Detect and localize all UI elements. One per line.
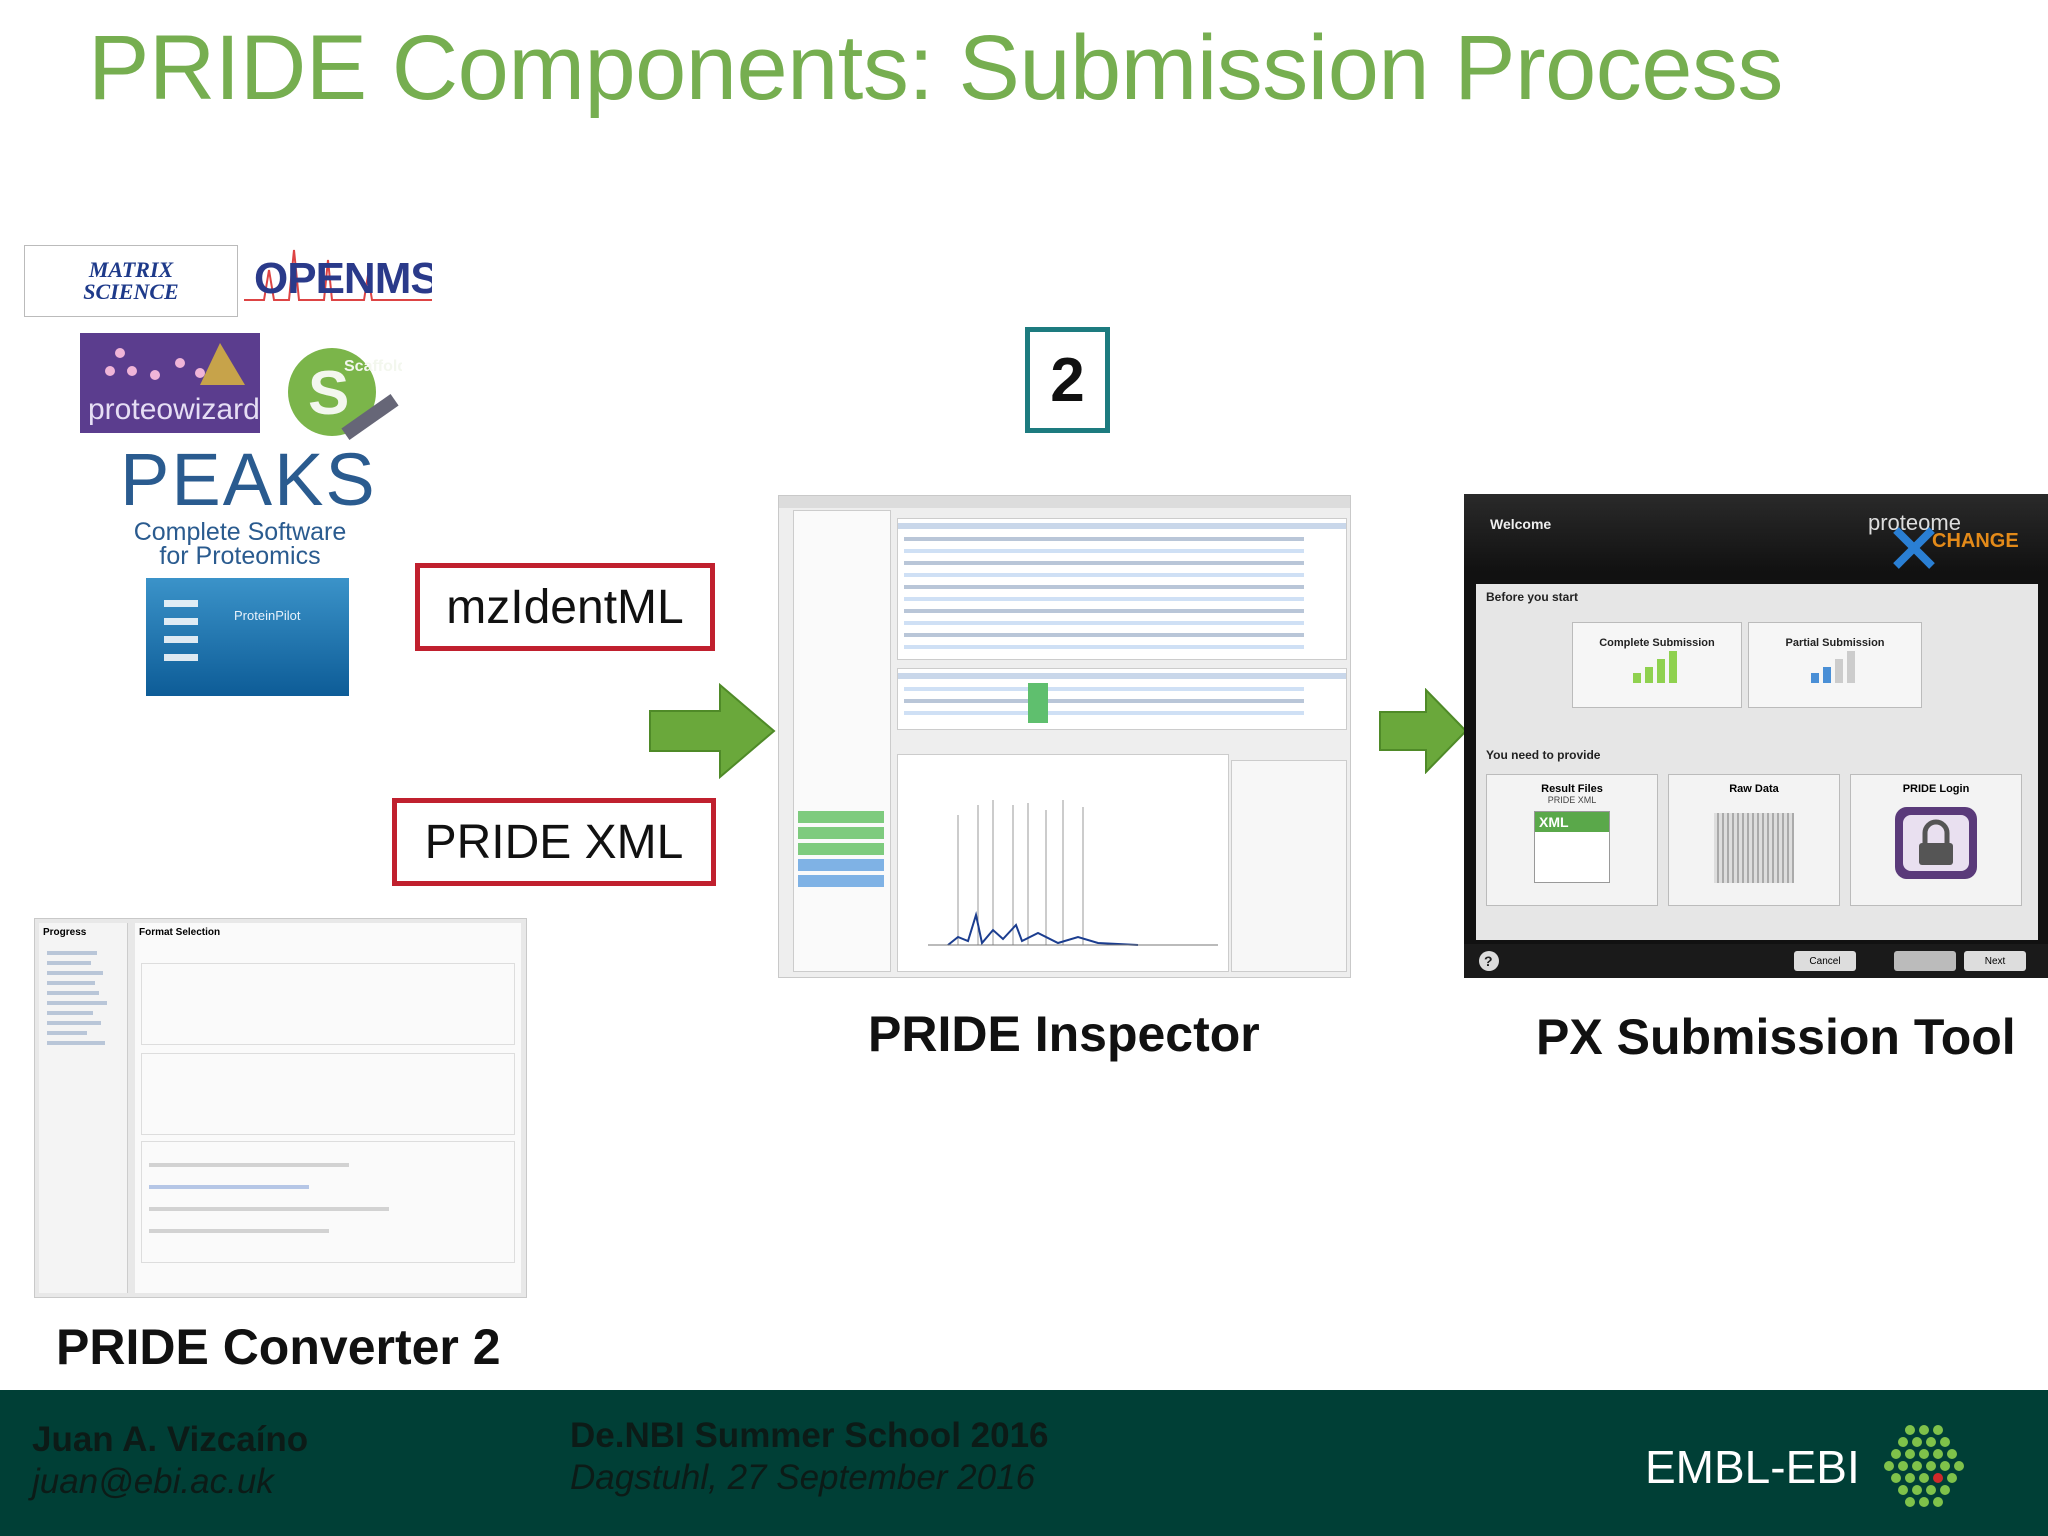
caption-pride-converter: PRIDE Converter 2 <box>56 1319 501 1375</box>
matrix-science-logo: MATRIX SCIENCE <box>24 245 238 317</box>
inspector-peptide-table <box>897 668 1347 730</box>
proteowizard-wand-graphic <box>105 343 245 385</box>
footer-event: De.NBI Summer School 2016 <box>570 1416 1049 1455</box>
inspector-protein-table <box>897 518 1347 660</box>
px-cancel-button[interactable]: Cancel <box>1794 951 1856 971</box>
px-pride-login-label: PRIDE Login <box>1902 783 1970 795</box>
caption-pride-inspector: PRIDE Inspector <box>868 1006 1260 1062</box>
proteowizard-text: proteowizard <box>88 393 260 426</box>
px-back-button[interactable] <box>1894 951 1956 971</box>
converter-progress-label: Progress <box>43 927 87 938</box>
proteowizard-logo: proteowizard <box>80 333 260 433</box>
scaffold-graphic: S <box>288 348 399 440</box>
footer-org-name: EMBL-EBI <box>1645 1441 1860 1493</box>
openms-text: OPENMS <box>254 254 432 303</box>
raw-data-icon <box>1714 813 1794 883</box>
px-raw-data-card[interactable]: Raw Data <box>1668 774 1840 906</box>
help-icon[interactable]: ? <box>1478 950 1500 972</box>
inspector-options-panel <box>1231 760 1347 972</box>
px-footer-bar: ? Cancel Next <box>1464 944 2048 978</box>
arrow-to-inspector-icon <box>649 683 776 779</box>
px-logo-bottom: CHANGE <box>1932 530 2019 552</box>
openms-spectrum-graphic <box>244 249 432 301</box>
px-partial-submission-button[interactable]: Partial Submission <box>1748 622 1922 708</box>
inspector-spectrum-view <box>897 754 1229 972</box>
px-complete-submission-button[interactable]: Complete Submission <box>1572 622 1742 708</box>
pride-inspector-screenshot <box>778 495 1351 978</box>
complete-submission-bars-icon <box>1633 651 1677 683</box>
px-logo-x-icon <box>1893 527 1935 569</box>
px-welcome: Welcome <box>1490 516 1552 532</box>
px-body: Before you start Complete Submission Par… <box>1476 584 2038 940</box>
peaks-logo: PEAKS Complete Software for Proteomics <box>120 438 380 570</box>
px-raw-data-label: Raw Data <box>1729 783 1779 795</box>
lock-icon <box>1895 807 1977 879</box>
xml-document-icon: XML <box>1534 811 1610 883</box>
converter-main-panel: Format Selection <box>135 923 521 1293</box>
proteinpilot-logo: ProteinPilot <box>146 578 349 696</box>
px-partial-submission-label: Partial Submission <box>1785 637 1885 649</box>
px-result-files-label: Result Files <box>1541 783 1603 795</box>
inspector-sidebar <box>793 510 891 972</box>
px-pride-login-card[interactable]: PRIDE Login <box>1850 774 2022 906</box>
scaffold-text: Scaffold <box>344 358 402 375</box>
arrow-to-px-tool-icon <box>1379 688 1468 774</box>
footer-email[interactable]: juan@ebi.ac.uk <box>32 1462 274 1501</box>
step-number-box: 2 <box>1025 327 1110 433</box>
slide-title: PRIDE Components: Submission Process <box>88 17 1783 119</box>
px-result-files-sub: PRIDE XML <box>1547 795 1597 805</box>
px-submission-tool-screenshot: Welcome proteome CHANGE Before you start… <box>1464 494 2048 978</box>
footer-bar: Juan A. Vizcaíno juan@ebi.ac.uk De.NBI S… <box>0 1390 2048 1536</box>
footer-author: Juan A. Vizcaíno <box>32 1420 309 1459</box>
px-before-you-start: Before you start <box>1486 590 1579 604</box>
peaks-tagline-2: for Proteomics <box>159 542 321 570</box>
px-result-files-card[interactable]: Result Files PRIDE XML XML <box>1486 774 1658 906</box>
proteinpilot-stripes-graphic <box>164 600 198 661</box>
svg-text:?: ? <box>1484 953 1493 969</box>
format-mzidentml: mzIdentML <box>415 563 715 651</box>
px-complete-submission-label: Complete Submission <box>1599 637 1715 649</box>
converter-progress-panel: Progress <box>39 923 128 1293</box>
proteinpilot-text: ProteinPilot <box>234 608 301 623</box>
px-next-button[interactable]: Next <box>1964 951 2026 971</box>
px-logo-top: proteome <box>1868 510 1961 535</box>
svg-text:S: S <box>308 359 349 428</box>
caption-px-submission-tool: PX Submission Tool <box>1536 1009 2016 1065</box>
openms-logo: OPENMS <box>244 230 432 314</box>
matrix-science-text: MATRIX SCIENCE <box>83 257 179 304</box>
scaffold-logo: S Scaffold <box>282 340 402 440</box>
peaks-tagline-1: Complete Software <box>133 518 347 546</box>
pride-converter-screenshot: Progress Format Selection <box>34 918 527 1298</box>
converter-panel-title: Format Selection <box>139 927 221 938</box>
peaks-name: PEAKS <box>120 438 377 521</box>
embl-ebi-hexagon-logo-icon <box>1884 1425 1964 1507</box>
format-pride-xml: PRIDE XML <box>392 798 716 886</box>
px-xml-badge: XML <box>1535 812 1609 832</box>
footer-location-date: Dagstuhl, 27 September 2016 <box>570 1458 1036 1497</box>
px-you-need-to-provide: You need to provide <box>1486 748 1601 762</box>
spectrum-plot-graphic <box>928 800 1218 946</box>
px-header: Welcome proteome CHANGE <box>1464 494 2048 572</box>
partial-submission-bars-icon <box>1811 651 1855 683</box>
